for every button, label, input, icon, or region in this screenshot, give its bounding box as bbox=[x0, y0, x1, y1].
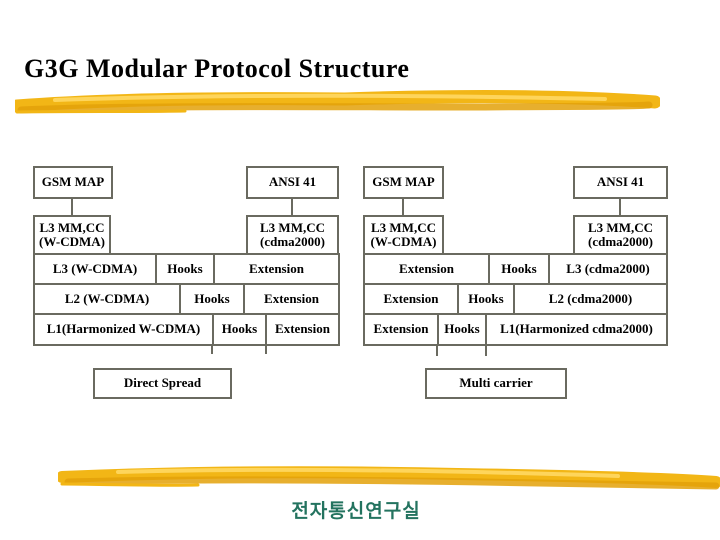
left-row1-cell-l3: L3 (W-CDMA) bbox=[33, 253, 157, 285]
right-stub-1 bbox=[436, 344, 438, 356]
right-l3mmcc-cdma2000-box: L3 MM,CC (cdma2000) bbox=[573, 215, 668, 255]
right-l3mmcc-wcdma-line2: (W-CDMA) bbox=[370, 234, 437, 249]
left-row1-cell-hooks: Hooks bbox=[155, 253, 215, 285]
top-brush-stroke-decoration bbox=[15, 90, 660, 114]
left-row3-cell-extension: Extension bbox=[265, 313, 340, 346]
right-gsm-map-label: GSM MAP bbox=[372, 174, 435, 190]
page-title: G3G Modular Protocol Structure bbox=[24, 54, 410, 83]
right-row2-cell-extension: Extension bbox=[363, 283, 459, 315]
right-row1-cell-l3: L3 (cdma2000) bbox=[548, 253, 668, 285]
left-connector-gsm bbox=[71, 197, 73, 217]
left-gsm-map-label: GSM MAP bbox=[41, 174, 105, 190]
right-connector-gsm bbox=[402, 197, 404, 217]
left-stub-2 bbox=[265, 344, 267, 354]
right-connector-ansi bbox=[619, 197, 621, 217]
left-row2-cell-l2: L2 (W-CDMA) bbox=[33, 283, 181, 315]
right-row3-cell-l1: L1(Harmonized cdma2000) bbox=[485, 313, 668, 346]
right-row2-cell-l2: L2 (cdma2000) bbox=[513, 283, 668, 315]
right-row1-cell-hooks: Hooks bbox=[488, 253, 550, 285]
left-l3mmcc-cdma2000-line2: (cdma2000) bbox=[260, 234, 325, 249]
left-ansi41-label: ANSI 41 bbox=[268, 174, 317, 190]
left-l3mmcc-cdma2000-label: L3 MM,CC (cdma2000) bbox=[260, 219, 325, 250]
left-gsm-map-box: GSM MAP bbox=[33, 166, 113, 199]
left-l3mmcc-cdma2000-box: L3 MM,CC (cdma2000) bbox=[246, 215, 339, 255]
left-row1-cell-extension: Extension bbox=[213, 253, 340, 285]
left-l3mmcc-cdma2000-line1: L3 MM,CC bbox=[260, 219, 325, 235]
right-l3mmcc-wcdma-label: L3 MM,CC (W-CDMA) bbox=[370, 219, 437, 250]
right-row2-cell-hooks: Hooks bbox=[457, 283, 515, 315]
left-l3mmcc-wcdma-line2: (W-CDMA) bbox=[39, 234, 105, 249]
right-l3mmcc-cdma2000-label: L3 MM,CC (cdma2000) bbox=[588, 219, 653, 250]
left-row2-cell-hooks: Hooks bbox=[179, 283, 245, 315]
left-stub-1 bbox=[211, 344, 213, 354]
right-gsm-map-box: GSM MAP bbox=[363, 166, 444, 199]
right-row1-cell-extension: Extension bbox=[363, 253, 490, 285]
bottom-brush-stroke-decoration bbox=[58, 466, 720, 490]
left-connector-ansi bbox=[291, 197, 293, 217]
right-l3mmcc-wcdma-line1: L3 MM,CC bbox=[370, 219, 436, 235]
left-row2-cell-extension: Extension bbox=[243, 283, 340, 315]
right-l3mmcc-wcdma-box: L3 MM,CC (W-CDMA) bbox=[363, 215, 444, 255]
footer-korean-label: 전자통신연구실 bbox=[291, 501, 421, 522]
left-ansi41-box: ANSI 41 bbox=[246, 166, 339, 199]
right-ansi41-box: ANSI 41 bbox=[573, 166, 668, 199]
right-multi-carrier-box: Multi carrier bbox=[425, 368, 567, 399]
right-stub-2 bbox=[485, 344, 487, 356]
left-row3-cell-hooks: Hooks bbox=[212, 313, 267, 346]
right-row3-cell-extension: Extension bbox=[363, 313, 439, 346]
left-l3mmcc-wcdma-box: L3 MM,CC (W-CDMA) bbox=[33, 215, 111, 255]
left-l3mmcc-wcdma-label: L3 MM,CC (W-CDMA) bbox=[39, 219, 105, 250]
left-l3mmcc-wcdma-line1: L3 MM,CC bbox=[39, 219, 105, 235]
left-direct-spread-box: Direct Spread bbox=[93, 368, 232, 399]
left-row3-cell-l1: L1(Harmonized W-CDMA) bbox=[33, 313, 214, 346]
right-ansi41-label: ANSI 41 bbox=[596, 174, 645, 190]
right-l3mmcc-cdma2000-line2: (cdma2000) bbox=[588, 234, 653, 249]
right-l3mmcc-cdma2000-line1: L3 MM,CC bbox=[588, 219, 653, 235]
right-row3-cell-hooks: Hooks bbox=[437, 313, 487, 346]
